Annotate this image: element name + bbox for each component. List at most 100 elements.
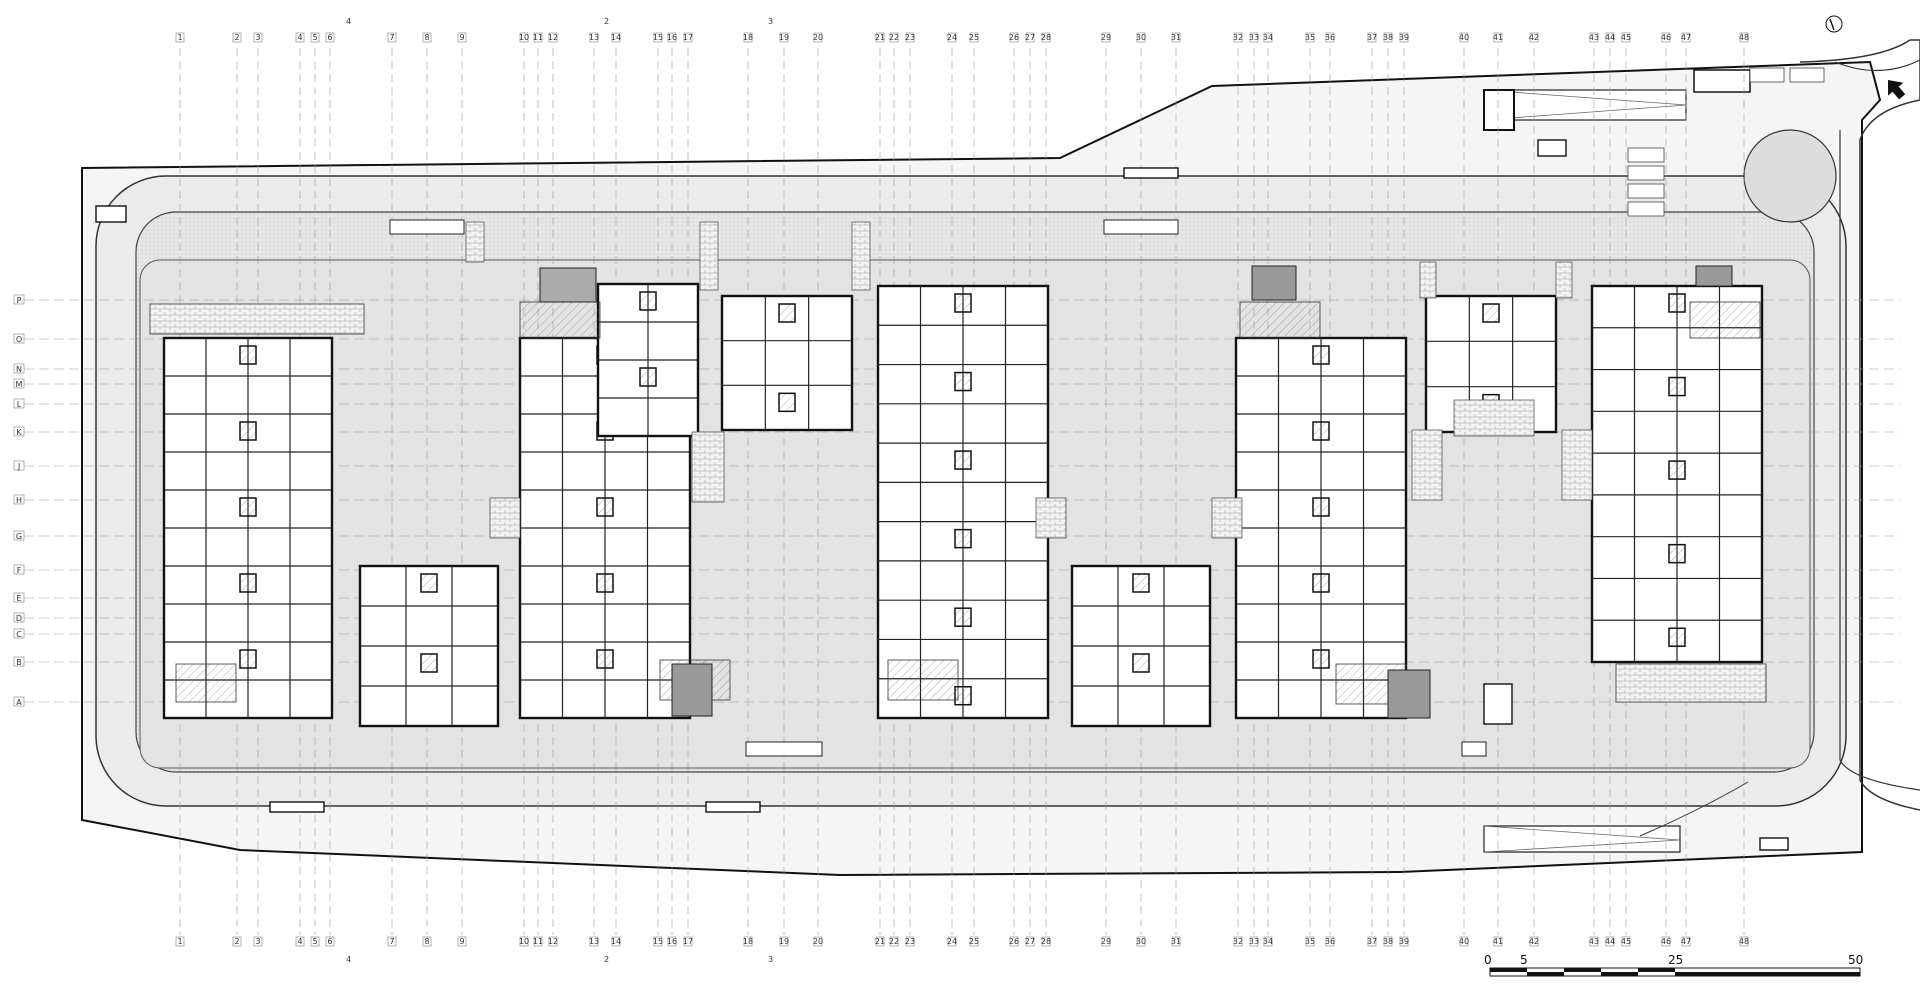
column-axis-tag bbox=[253, 936, 263, 947]
column-axis-tag bbox=[875, 936, 885, 947]
stair-core bbox=[1312, 345, 1330, 365]
column-axis-label: 36 bbox=[1325, 937, 1335, 946]
row-axis-tag bbox=[13, 628, 25, 639]
roundabout bbox=[1743, 129, 1837, 223]
column-axis-label: 45 bbox=[1621, 33, 1631, 42]
column-axis-tag bbox=[519, 32, 529, 43]
column-axis-label: 32 bbox=[1233, 937, 1243, 946]
column-axis-tag bbox=[1367, 936, 1377, 947]
column-axis-tag bbox=[1493, 936, 1503, 947]
stair-core bbox=[1312, 421, 1330, 441]
column-axis-tag bbox=[779, 936, 789, 947]
row-axis-label: C bbox=[16, 630, 22, 639]
column-axis-tag bbox=[253, 32, 263, 43]
stair-core bbox=[954, 450, 972, 470]
column-axis-tag bbox=[533, 32, 543, 43]
column-axis-tag bbox=[1739, 32, 1749, 43]
column-axis-tag bbox=[1041, 936, 1051, 947]
scale-label-5: 5 bbox=[1520, 953, 1528, 967]
column-axis-label: 22 bbox=[889, 937, 899, 946]
scale-label-0: 0 bbox=[1484, 953, 1492, 967]
row-axis-label: P bbox=[17, 296, 22, 305]
stair-core bbox=[420, 653, 438, 673]
column-axis-tag bbox=[969, 936, 979, 947]
column-axis-label: 19 bbox=[779, 937, 789, 946]
column-axis-label: 10 bbox=[519, 33, 529, 42]
column-axis-tag bbox=[1171, 32, 1181, 43]
column-axis-label: 47 bbox=[1681, 937, 1691, 946]
column-axis-tag bbox=[1681, 32, 1691, 43]
column-axis-tag bbox=[683, 936, 693, 947]
stair-core bbox=[1668, 376, 1686, 397]
row-axis-label: K bbox=[16, 428, 22, 437]
stair-core bbox=[1482, 303, 1500, 323]
column-axis-label: 22 bbox=[889, 33, 899, 42]
column-axis-tag bbox=[1041, 32, 1051, 43]
column-axis-tag bbox=[889, 32, 899, 43]
column-axis-label: 9 bbox=[459, 937, 464, 946]
stair-core bbox=[954, 293, 972, 313]
column-axis-tag bbox=[743, 32, 753, 43]
column-axis-tag bbox=[457, 936, 467, 947]
column-axis-tag bbox=[1009, 32, 1019, 43]
column-axis-label: 25 bbox=[969, 937, 979, 946]
column-axis-tag bbox=[325, 936, 335, 947]
column-axis-tag bbox=[1263, 32, 1273, 43]
column-axis-label: 23 bbox=[905, 937, 915, 946]
column-axis-tag bbox=[947, 936, 957, 947]
column-axis-tag bbox=[1529, 32, 1539, 43]
brick-paths bbox=[465, 221, 1593, 539]
column-axis-label: 29 bbox=[1101, 33, 1111, 42]
row-axis-tag bbox=[13, 294, 25, 305]
column-axis-label: 41 bbox=[1493, 33, 1503, 42]
column-axis-label: 41 bbox=[1493, 937, 1503, 946]
column-axis-label: 17 bbox=[683, 937, 693, 946]
column-axis-tag bbox=[589, 936, 599, 947]
column-axis-label: 48 bbox=[1739, 33, 1749, 42]
terraces bbox=[149, 265, 1767, 719]
column-axis-tag bbox=[1661, 32, 1671, 43]
column-axis-label: 9 bbox=[459, 33, 464, 42]
column-axis-tag bbox=[813, 936, 823, 947]
column-axis-tag bbox=[175, 32, 185, 43]
stair-core bbox=[1668, 627, 1686, 647]
column-axis-label: 7 bbox=[389, 937, 394, 946]
column-axis-label: 10 bbox=[519, 937, 529, 946]
column-axis-tag bbox=[232, 936, 242, 947]
stair-core bbox=[239, 345, 257, 365]
stair-core bbox=[778, 303, 796, 323]
column-axis-label: 25 bbox=[969, 33, 979, 42]
stair-core bbox=[778, 392, 796, 413]
row-axis-tag bbox=[13, 460, 25, 471]
column-axis-label: 1 bbox=[177, 33, 182, 42]
column-axis-label: 15 bbox=[653, 33, 663, 42]
column-axis-label: 2 bbox=[234, 937, 239, 946]
row-axis-tag bbox=[13, 592, 25, 603]
stair-core bbox=[239, 573, 257, 593]
column-axis-label: 21 bbox=[875, 937, 885, 946]
stair-core bbox=[239, 649, 257, 669]
column-axis-tag bbox=[653, 936, 663, 947]
column-axis-label: 13 bbox=[589, 937, 599, 946]
column-axis-label: 45 bbox=[1621, 937, 1631, 946]
stair-core bbox=[1668, 460, 1686, 480]
column-axis-label: 6 bbox=[327, 33, 332, 42]
column-axis-label: 3 bbox=[255, 33, 260, 42]
column-axis-tag bbox=[1681, 936, 1691, 947]
column-axis-label: 18 bbox=[743, 33, 753, 42]
column-axis-tag bbox=[1101, 936, 1111, 947]
column-axis-tag bbox=[589, 32, 599, 43]
column-axis-label: 42 bbox=[1529, 937, 1539, 946]
column-axis-label: 11 bbox=[533, 937, 543, 946]
section-mark-3: 3 bbox=[768, 17, 773, 26]
column-axis-label: 32 bbox=[1233, 33, 1243, 42]
column-axis-label: 14 bbox=[611, 937, 621, 946]
column-axis-tag bbox=[969, 32, 979, 43]
north-arrow-icon bbox=[1825, 15, 1843, 33]
row-axis-tag bbox=[13, 494, 25, 505]
row-axis-label: N bbox=[16, 365, 22, 374]
column-axis-label: 43 bbox=[1589, 937, 1599, 946]
column-axis-label: 16 bbox=[667, 33, 677, 42]
column-axis-tag bbox=[1305, 32, 1315, 43]
column-axis-label: 16 bbox=[667, 937, 677, 946]
